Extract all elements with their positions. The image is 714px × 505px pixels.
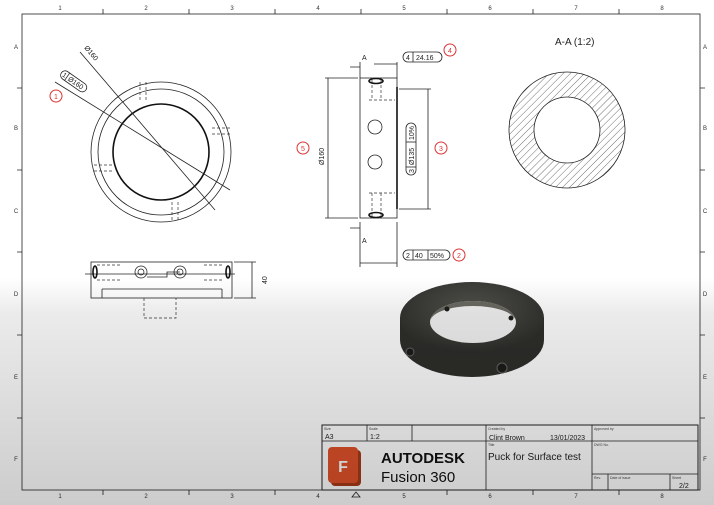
- callout-4: 4 24.16: [402, 51, 443, 63]
- callout-2: 2 40 50%: [402, 249, 451, 261]
- zone-col: 5: [402, 494, 406, 500]
- svg-text:Sheet: Sheet: [672, 476, 681, 480]
- zone-row: D: [703, 292, 708, 298]
- zone-col: 4: [316, 6, 320, 12]
- title-block: Size A3 Scale 1:2 Created by Clint Brown…: [321, 424, 699, 491]
- created-date: 13/01/2023: [550, 435, 585, 442]
- zone-col: 2: [144, 6, 148, 12]
- zone-row: A: [703, 45, 707, 51]
- zone-col: 3: [230, 6, 234, 12]
- side-view: 40: [85, 261, 269, 319]
- zone-col: 1: [58, 6, 62, 12]
- svg-text:DWG No.: DWG No.: [594, 443, 609, 447]
- zone-row: F: [703, 457, 707, 463]
- zone-col: 6: [488, 6, 492, 12]
- balloon-1: [49, 89, 63, 103]
- svg-text:Title: Title: [488, 443, 495, 447]
- dimension-front-height: Ø160: [319, 148, 326, 165]
- sheet-value: 2/2: [679, 483, 689, 490]
- svg-text:Date of issue: Date of issue: [610, 476, 630, 480]
- section-view-a-a: A-A (1:2): [508, 37, 626, 189]
- svg-text:1: 1: [54, 94, 58, 101]
- zone-col: 1: [58, 494, 62, 500]
- svg-text:Ø135: Ø135: [409, 148, 416, 165]
- zone-row: A: [14, 45, 18, 51]
- svg-text:24.16: 24.16: [416, 55, 434, 62]
- zone-row: E: [14, 375, 18, 381]
- svg-text:4: 4: [448, 48, 452, 55]
- svg-text:Approved by: Approved by: [594, 427, 614, 431]
- scale-value: 1:2: [370, 434, 380, 441]
- svg-text:3: 3: [439, 146, 443, 153]
- svg-text:3: 3: [409, 169, 416, 173]
- zone-row: F: [14, 457, 18, 463]
- callout-1: 1 Ø160: [60, 70, 88, 93]
- zone-col: 2: [144, 494, 148, 500]
- zone-row: E: [703, 375, 707, 381]
- svg-text:F: F: [338, 459, 348, 476]
- callout-3: 3 Ø135 10%: [405, 122, 417, 176]
- zone-row: B: [703, 126, 707, 132]
- svg-text:50%: 50%: [430, 253, 444, 260]
- zone-col: 4: [316, 494, 320, 500]
- zone-markers: 1 2 3 4 5 6 7 8 1 2 3 4 5 6 7 8 A B C D …: [14, 6, 708, 500]
- zone-row: C: [14, 209, 19, 215]
- svg-text:Rev.: Rev.: [594, 476, 601, 480]
- svg-text:2: 2: [457, 253, 461, 260]
- zone-col: 8: [660, 6, 664, 12]
- zone-col: 5: [402, 6, 406, 12]
- svg-text:Scale: Scale: [369, 427, 378, 431]
- top-view: Ø160 1 Ø160 1: [49, 45, 232, 223]
- zone-row: D: [14, 292, 19, 298]
- section-view-label: A-A (1:2): [555, 37, 594, 48]
- svg-text:2: 2: [406, 253, 410, 260]
- brand-autodesk: AUTODESK: [381, 450, 465, 467]
- zone-col: 8: [660, 494, 664, 500]
- center-mark-icon: [351, 491, 361, 498]
- created-by-value: Clint Brown: [489, 435, 525, 442]
- front-view: Ø160 A A 4 24.16 4 3 Ø135 10% 3 5 2 40: [296, 43, 466, 267]
- zone-col: 3: [230, 494, 234, 500]
- brand-fusion-360: Fusion 360: [381, 469, 455, 486]
- svg-text:10%: 10%: [409, 126, 416, 140]
- part-3d-render: [400, 282, 544, 377]
- svg-text:5: 5: [301, 146, 305, 153]
- dimension-top-dia: Ø160: [82, 45, 98, 63]
- zone-row: B: [14, 126, 18, 132]
- zone-col: 7: [574, 6, 578, 12]
- section-marker-bottom: A: [362, 238, 367, 245]
- size-value: A3: [325, 434, 334, 441]
- svg-text:40: 40: [415, 253, 423, 260]
- section-marker-top: A: [362, 55, 367, 62]
- drawing-title: Puck for Surface test: [488, 452, 581, 463]
- zone-col: 7: [574, 494, 578, 500]
- zone-col: 6: [488, 494, 492, 500]
- svg-text:1: 1: [60, 72, 67, 80]
- zone-row: C: [703, 209, 708, 215]
- svg-text:Size: Size: [324, 427, 331, 431]
- svg-text:Created by: Created by: [488, 427, 505, 431]
- dimension-side-height: 40: [262, 276, 269, 284]
- fusion-360-logo: F: [328, 447, 361, 486]
- svg-text:4: 4: [406, 55, 410, 62]
